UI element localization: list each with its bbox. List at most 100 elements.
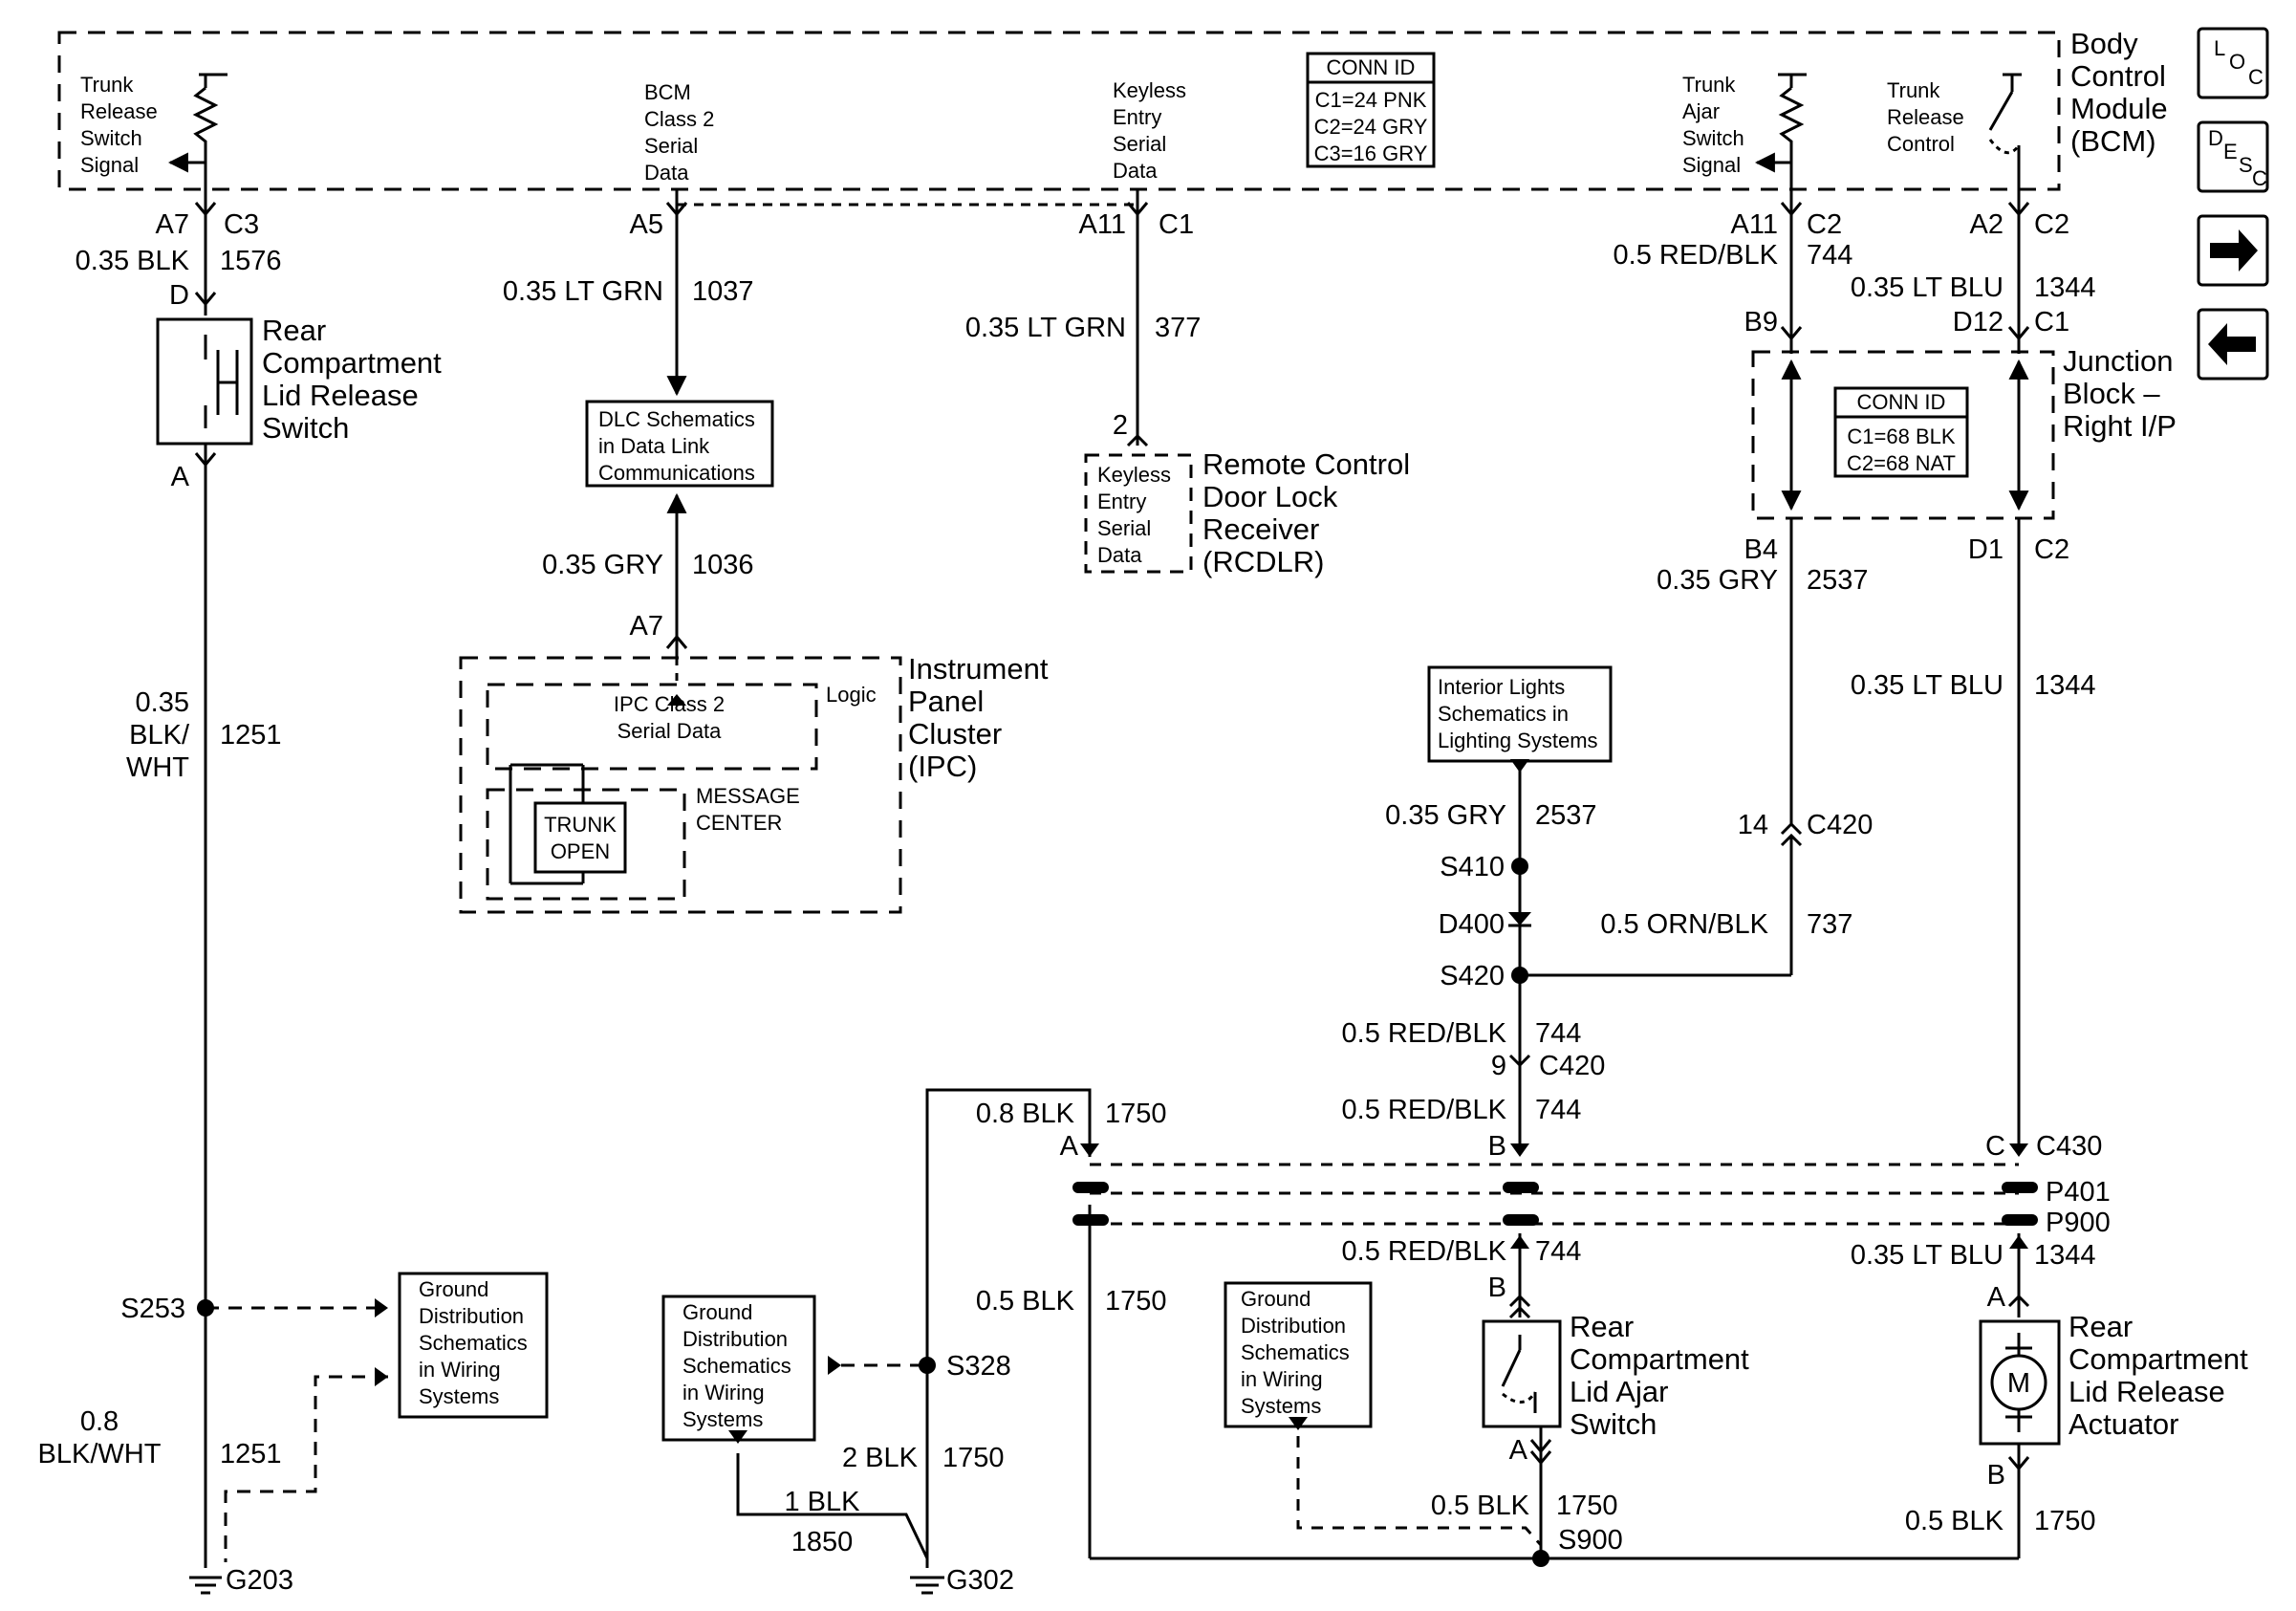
ipc-logic-label: Logic bbox=[826, 683, 877, 707]
wires-w744_g: 0.5 RED/BLK bbox=[1614, 240, 1779, 271]
ajar-switch-label: Compartment bbox=[1570, 1342, 1749, 1376]
ajar-switch-label: Rear bbox=[1570, 1310, 1634, 1343]
wires-w737_n: 737 bbox=[1807, 909, 1852, 940]
wires-w1576_n: 1576 bbox=[220, 246, 282, 276]
jb-conn-title: CONN ID bbox=[1857, 390, 1946, 414]
wire-1251-gauge: 0.35 bbox=[136, 687, 189, 718]
gnd1-label: Ground bbox=[419, 1277, 488, 1301]
gnd2-label: in Wiring bbox=[682, 1381, 765, 1404]
interior-lights-label: Lighting Systems bbox=[1438, 729, 1598, 752]
arrow-left-icon[interactable] bbox=[2197, 308, 2269, 381]
motor-m-label: M bbox=[2007, 1368, 2030, 1399]
bcm-conn-id-box bbox=[1306, 52, 1436, 168]
trunk-release-signal-label: Trunk bbox=[80, 73, 134, 97]
trunk-ajar-signal-label: Switch bbox=[1682, 126, 1744, 150]
actuator-label: Compartment bbox=[2069, 1342, 2248, 1376]
pins-d1: D1 bbox=[1968, 534, 2004, 565]
pins-c430_b: B bbox=[1488, 1131, 1506, 1162]
gnd1-label: Systems bbox=[419, 1384, 499, 1408]
rcdlr-box-label: Keyless bbox=[1097, 463, 1171, 487]
pins-d12: D12 bbox=[1953, 307, 2004, 337]
jb-conn-id-box bbox=[1833, 386, 1969, 478]
gnd1-label: Distribution bbox=[419, 1304, 524, 1328]
junction-block-label: Right I/P bbox=[2063, 409, 2177, 443]
wires-w1344c_g: 0.35 LT BLU bbox=[1851, 1240, 2004, 1271]
interior-lights-label: Interior Lights bbox=[1438, 675, 1565, 699]
pins-b4: B4 bbox=[1744, 534, 1778, 565]
wires-w1576_g: 0.35 BLK bbox=[76, 246, 190, 276]
ipc-message-center-box bbox=[486, 788, 686, 901]
gnd1-label: in Wiring bbox=[419, 1358, 501, 1382]
actuator-label: Lid Release bbox=[2069, 1375, 2225, 1408]
pins-two: 2 bbox=[1113, 410, 1128, 441]
jb-conn-row: C1=68 BLK bbox=[1847, 425, 1955, 448]
rcdlr-label: Door Lock bbox=[1202, 480, 1338, 513]
bcm-box bbox=[57, 31, 2061, 191]
splices-d400: D400 bbox=[1439, 909, 1505, 940]
splices-s253: S253 bbox=[120, 1294, 185, 1324]
wires-w1750d_g: 0.5 BLK bbox=[1431, 1491, 1530, 1521]
wires-w1750c_g: 2 BLK bbox=[842, 1443, 919, 1473]
loc-letter: O bbox=[2229, 50, 2245, 74]
rcdlr-label: Receiver bbox=[1202, 512, 1319, 546]
pins-a: A bbox=[171, 462, 190, 492]
trunk-release-control-label: Release bbox=[1887, 105, 1964, 129]
wires-w1750a_g: 0.8 BLK bbox=[976, 1099, 1075, 1129]
wires-w377_n: 377 bbox=[1155, 313, 1201, 343]
pins-c430_a: A bbox=[1060, 1131, 1079, 1162]
pins-c3: C3 bbox=[224, 209, 259, 240]
pins-a5: A5 bbox=[630, 209, 663, 240]
pins-c430_c: C bbox=[1985, 1131, 2005, 1162]
gnd3-label: Schematics bbox=[1241, 1340, 1350, 1364]
wires-w2537b_n: 2537 bbox=[1535, 800, 1597, 831]
wires-w1850_n: 1850 bbox=[791, 1527, 854, 1557]
pins-d: D bbox=[169, 280, 189, 311]
ipc-label: Panel bbox=[908, 685, 984, 718]
rcdlr-label: (RCDLR) bbox=[1202, 545, 1324, 578]
rcdlr-box-label: Serial bbox=[1097, 516, 1151, 540]
desc-icon[interactable] bbox=[2197, 120, 2269, 193]
ipc-logic-box bbox=[486, 683, 818, 771]
bcm-class2-label: Serial bbox=[644, 134, 698, 158]
desc-letter: C bbox=[2252, 166, 2267, 190]
wires-w1750a_n: 1750 bbox=[1105, 1099, 1167, 1129]
gnd2-label: Systems bbox=[682, 1407, 763, 1431]
trunk-release-control-label: Trunk bbox=[1887, 78, 1940, 102]
pins-a11: A11 bbox=[1079, 209, 1126, 240]
bcm-class2-label: Data bbox=[644, 161, 689, 185]
wires-w1750e_n: 1750 bbox=[2034, 1506, 2096, 1536]
loc-icon[interactable] bbox=[2197, 27, 2269, 99]
ajar-switch-box bbox=[1482, 1319, 1562, 1428]
arrow-right-icon[interactable] bbox=[2197, 214, 2269, 287]
ipc-class2-label: Serial Data bbox=[617, 719, 723, 743]
pin-a11-bcm: A11 bbox=[1731, 209, 1778, 240]
actuator-label: Actuator bbox=[2069, 1407, 2178, 1441]
pins-c420_14: 14 bbox=[1738, 810, 1768, 840]
wires-w1251b_n: 1251 bbox=[220, 1439, 282, 1469]
rear-release-switch-label: Compartment bbox=[262, 346, 442, 380]
ipc-label: Cluster bbox=[908, 717, 1002, 751]
wires-w744c_g: 0.5 RED/BLK bbox=[1342, 1095, 1507, 1125]
wires-w744b_g: 0.5 RED/BLK bbox=[1342, 1018, 1507, 1049]
rcdlr-box bbox=[1084, 453, 1193, 574]
pin-c1-jb: C1 bbox=[2034, 307, 2069, 337]
pins-c420: C420 bbox=[1807, 810, 1873, 840]
keyless-serial-label: Data bbox=[1113, 159, 1158, 183]
wires-w1344c_n: 1344 bbox=[2034, 1240, 2096, 1271]
wires-w744_n: 744 bbox=[1807, 240, 1852, 271]
pins-act_b: B bbox=[1987, 1460, 2005, 1491]
wires-w1750e_g: 0.5 BLK bbox=[1905, 1506, 2004, 1536]
trunk-release-signal-label: Switch bbox=[80, 126, 142, 150]
splices-s420: S420 bbox=[1440, 961, 1505, 991]
pins-p401: P401 bbox=[2046, 1177, 2111, 1208]
ipc-label: (IPC) bbox=[908, 750, 977, 783]
dlc-box bbox=[585, 400, 774, 488]
trunk-ajar-signal-label: Trunk bbox=[1682, 73, 1736, 97]
pins-c2: C2 bbox=[2034, 209, 2069, 240]
wire-1251b-gauge: BLK/WHT bbox=[38, 1439, 162, 1469]
wire-1251-gauge: BLK/ bbox=[129, 720, 190, 751]
splices-s410: S410 bbox=[1440, 852, 1505, 882]
ipc-class2-label: IPC Class 2 bbox=[614, 692, 725, 716]
ajar-switch-label: Lid Ajar bbox=[1570, 1375, 1668, 1408]
wires-w744b_n: 744 bbox=[1535, 1018, 1581, 1049]
